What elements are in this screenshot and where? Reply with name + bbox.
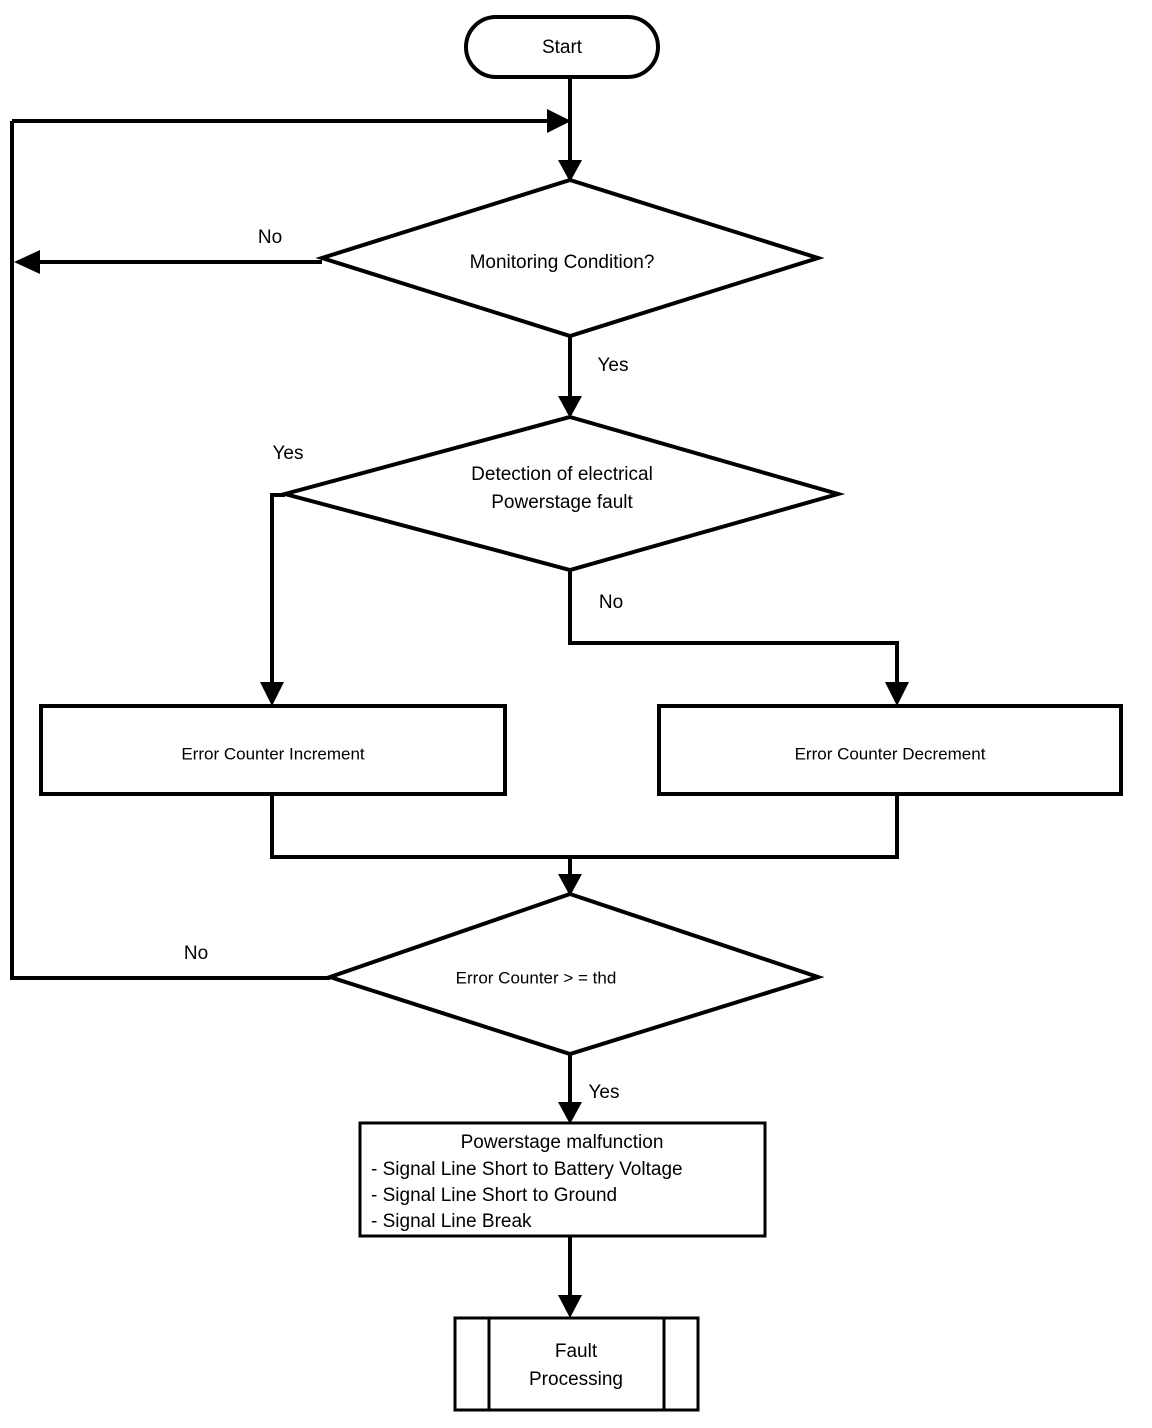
edge-label-threshold-no: No (184, 943, 208, 964)
arrowhead-fault-no (885, 682, 909, 706)
node-counter-decrement-label: Error Counter Decrement (795, 744, 986, 763)
edge-fault-no (568, 570, 899, 700)
node-fault-processing[interactable] (453, 1316, 700, 1412)
node-malfunction-bullet-3: - Signal Line Break (371, 1211, 532, 1232)
arrowhead-threshold-yes (558, 1102, 582, 1124)
edge-label-fault-no: No (599, 592, 623, 613)
node-counter-increment-label: Error Counter Increment (181, 744, 365, 763)
node-fault-detection[interactable] (277, 414, 846, 573)
node-malfunction-bullet-1: - Signal Line Short to Battery Voltage (371, 1159, 683, 1180)
node-fault-processing-label-line2: Processing (529, 1369, 623, 1390)
edge-label-monitoring-yes: Yes (598, 355, 629, 376)
node-malfunction-bullet-2: - Signal Line Short to Ground (371, 1185, 617, 1206)
edge-label-fault-yes: Yes (273, 443, 304, 464)
edge-label-threshold-yes: Yes (589, 1082, 620, 1103)
arrowhead-fault-yes (260, 682, 284, 706)
arrowhead-merge-to-threshold (558, 874, 582, 896)
edge-fault-yes (270, 493, 285, 700)
arrowhead-malfunction-to-fault-processing (558, 1295, 582, 1318)
node-fault-detection-label-line1: Detection of electrical (471, 464, 653, 485)
node-counter-increment[interactable] (39, 704, 507, 796)
edge-label-monitoring-no: No (258, 227, 282, 248)
arrowhead-monitoring-yes (558, 396, 582, 418)
node-fault-processing-label-line1: Fault (555, 1341, 598, 1362)
node-fault-detection-label-line2: Powerstage fault (491, 492, 633, 513)
arrowhead-start-to-monitoring (558, 160, 582, 182)
node-monitoring-condition-label: Monitoring Condition? (470, 252, 655, 273)
node-threshold-check[interactable] (323, 891, 825, 1057)
arrowhead-return-into-spine (547, 109, 571, 133)
node-counter-decrement[interactable] (657, 704, 1123, 796)
edge-counter-merge (270, 795, 899, 859)
node-malfunction-title: Powerstage malfunction (461, 1132, 664, 1153)
node-threshold-check-label: Error Counter > = thd (456, 968, 617, 987)
node-monitoring-condition[interactable] (315, 177, 825, 339)
node-start[interactable] (464, 15, 660, 79)
node-malfunction[interactable] (358, 1121, 767, 1238)
arrowhead-monitoring-no (14, 250, 40, 274)
node-start-label: Start (542, 37, 583, 58)
